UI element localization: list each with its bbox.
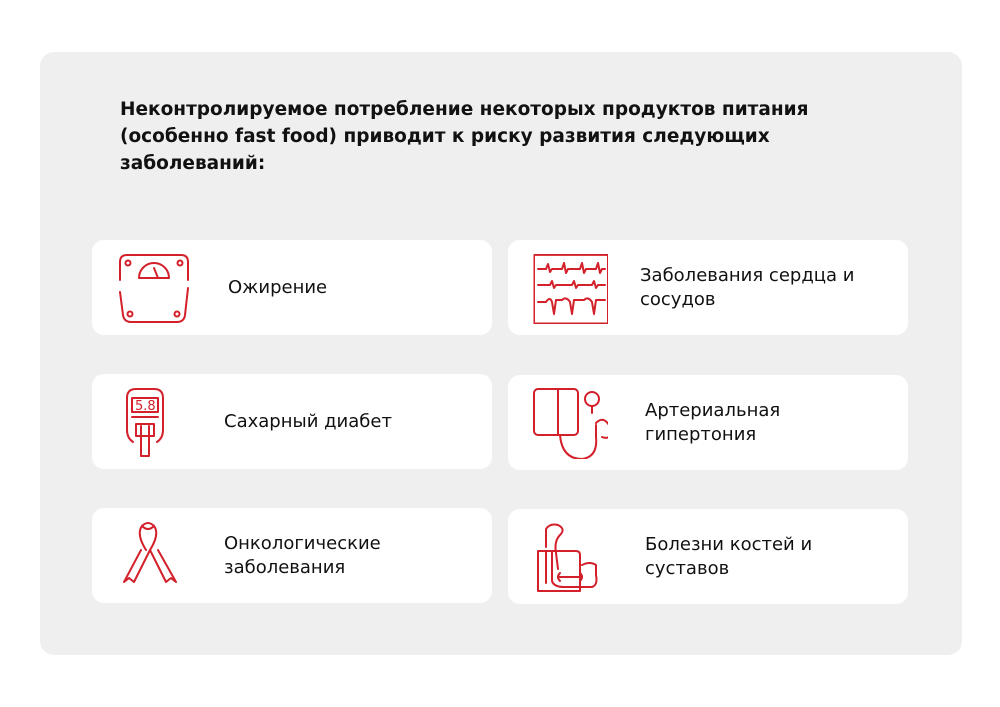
glucometer-icon: 5.8 (126, 388, 164, 457)
page-title: Неконтролируемое потребление некоторых п… (120, 96, 920, 177)
awareness-ribbon-icon (123, 522, 177, 583)
joint-bone-icon (537, 523, 598, 592)
glucose-reading: 5.8 (135, 399, 156, 414)
title-line-1: Неконтролируемое потребление некоторых п… (120, 99, 809, 120)
blood-pressure-cuff-icon (533, 388, 608, 459)
disease-card-obesity: Ожирение (92, 240, 492, 335)
ecg-icon (533, 253, 608, 324)
disease-label: Артериальная гипертония (645, 399, 781, 445)
disease-card-oncology: Онкологические заболевания (92, 508, 492, 603)
disease-label: Заболевания сердца и сосудов (640, 264, 855, 310)
disease-label: Болезни костей и суставов (645, 533, 813, 579)
disease-label: Ожирение (228, 276, 328, 298)
disease-card-heart: Заболевания сердца и сосудов (508, 240, 908, 335)
title-line-2: (особенно fast food) приводит к риску ра… (120, 126, 770, 174)
disease-card-hypertension: Артериальная гипертония (508, 375, 908, 470)
disease-label: Онкологические заболевания (224, 532, 381, 578)
disease-card-diabetes: 5.8 Сахарный диабет (92, 374, 492, 469)
disease-label: Сахарный диабет (224, 410, 392, 432)
scale-icon (119, 254, 189, 323)
disease-card-joints: Болезни костей и суставов (508, 509, 908, 604)
